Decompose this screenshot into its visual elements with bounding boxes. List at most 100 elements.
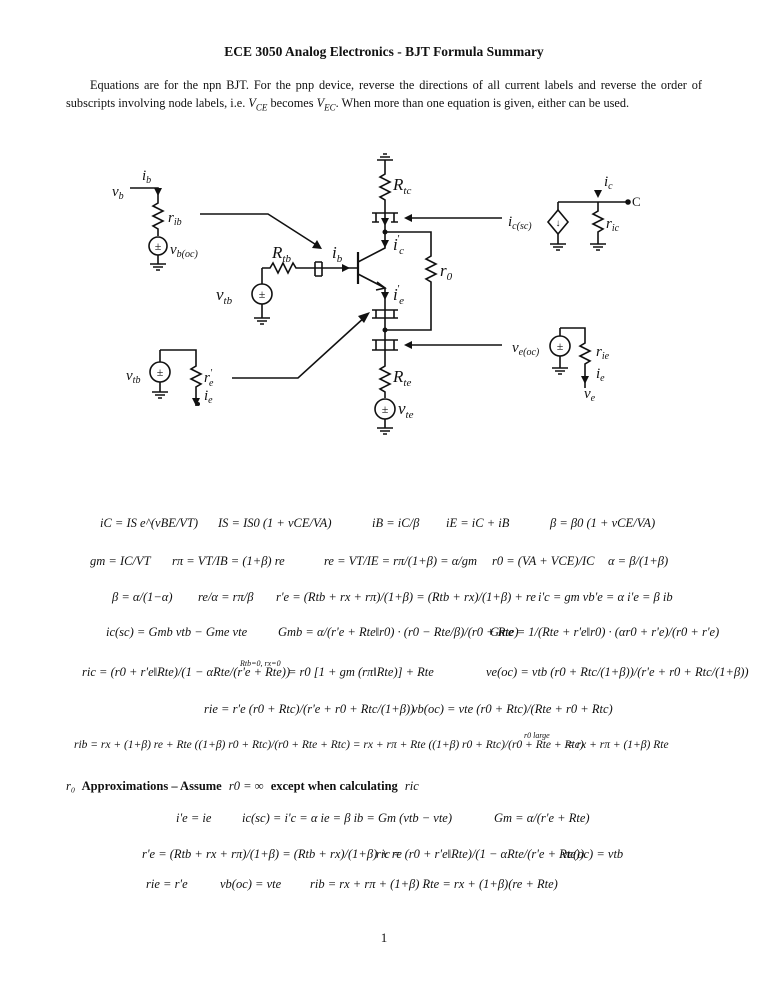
- label-re-prime: r: [204, 370, 210, 386]
- eq-gmb: Gmb = α/(r'e + Rte‖r0) · (r0 − Rte/β)/(r…: [278, 625, 519, 639]
- eq-ric-condition: Rtb=0, rx=0: [239, 659, 281, 668]
- label-ric: r: [606, 216, 612, 232]
- eq-vboc: vb(oc) = vte (r0 + Rtc)/(Rte + r0 + Rtc): [412, 702, 613, 716]
- eq-ib: iB = iC/β: [372, 516, 420, 530]
- label-rie-sub: ie: [602, 351, 610, 362]
- intro-vec-sub: EC: [324, 102, 336, 113]
- approx-r0-label: r₀: [66, 779, 75, 793]
- svg-text:ie: ie: [204, 388, 213, 406]
- label-veoc-sub: e(oc): [519, 347, 540, 358]
- svg-text:vtb: vtb: [126, 368, 140, 386]
- eq-ie: iE = iC + iB: [446, 516, 510, 530]
- eq-rib: rib = rx + (1+β) re + Rte ((1+β) r0 + Rt…: [74, 739, 584, 751]
- eq-beta: β = β0 (1 + vCE/VA): [549, 516, 655, 530]
- label-rib: r: [168, 210, 174, 226]
- eq-alpha: α = β/(1+β): [608, 554, 668, 568]
- label-rtb-sub: tb: [282, 253, 291, 265]
- label-ic-prime-sub: c: [399, 245, 404, 257]
- label-ie-prime-sub: e: [399, 295, 404, 307]
- label-ie-right: i: [596, 366, 600, 382]
- eq-re: re = VT/IE = rπ/(1+β) = α/gm: [324, 554, 477, 568]
- label-ric-sub: ic: [612, 223, 620, 234]
- eq-ic: iC = IS e^(vBE/VT): [100, 516, 198, 530]
- label-r0-sub: 0: [447, 271, 453, 283]
- label-vte-sub: te: [406, 409, 414, 421]
- label-ic-right: i: [604, 174, 608, 190]
- label-ve-sub: e: [591, 393, 596, 404]
- svg-text:vtb: vtb: [216, 285, 233, 307]
- svg-text:rib: rib: [168, 210, 182, 228]
- svg-text:Rtc: Rtc: [392, 175, 411, 197]
- label-rie: r: [596, 344, 602, 360]
- approx-vboc: vb(oc) = vte: [220, 877, 282, 891]
- svg-text:ric: ric: [606, 216, 620, 234]
- svg-text:±: ±: [382, 402, 389, 416]
- approx-ie: i'e = ie: [176, 811, 212, 825]
- svg-text:±: ±: [557, 339, 564, 353]
- cut-marker-emitter: [372, 309, 398, 319]
- document-title: ECE 3050 Analog Electronics - BJT Formul…: [224, 44, 544, 59]
- approx-icsc: ic(sc) = i'c = α ie = β ib = Gm (vtb − v…: [242, 811, 452, 825]
- svg-text:±: ±: [155, 239, 162, 253]
- page-number: 1: [380, 930, 388, 945]
- eq-re-alpha: re/α = rπ/β: [198, 590, 254, 604]
- approx-heading-pre: Approximations – Assume: [82, 779, 223, 793]
- svg-text:r′e: r′e: [204, 368, 214, 389]
- label-ib-left: i: [142, 168, 146, 184]
- svg-text:ib: ib: [332, 243, 343, 265]
- label-ie-right-sub: e: [600, 373, 605, 384]
- eq-is: IS = IS0 (1 + vCE/VA): [217, 516, 331, 530]
- eq-veoc: ve(oc) = vtb (r0 + Rtc/(1+β))/(r'e + r0 …: [486, 665, 749, 679]
- svg-text:ve(oc): ve(oc): [512, 340, 540, 358]
- cut-marker-rtb: [314, 261, 323, 277]
- eq-gme: Gme = 1/(Rte + r'e‖r0) · (αr0 + r'e)/(r0…: [490, 625, 719, 639]
- approx-rie: rie = r'e: [146, 877, 188, 891]
- svg-text:Rte: Rte: [392, 367, 411, 389]
- intro-part2: becomes: [267, 96, 317, 110]
- approx-re-prime: r'e = (Rtb + rx + rπ)/(1+β) = (Rtb + rx)…: [142, 847, 402, 861]
- label-rtc: R: [392, 175, 404, 194]
- svg-text:ie: ie: [596, 366, 605, 384]
- c-node-dot: [625, 199, 631, 205]
- label-ic-prime: i: [393, 235, 398, 254]
- label-rtc-sub: tc: [403, 185, 411, 197]
- eq-rib-condition: r0 large: [524, 731, 550, 740]
- bjt-circuit-diagram: ± ± ± ± ± ↓ vb ib rib vb(oc) Rtb vtb ib …: [112, 153, 641, 435]
- intro-vec: V: [316, 96, 325, 110]
- svg-text:vte: vte: [398, 399, 414, 421]
- eq-rib-approx: = rx + rπ + (1+β) Rte: [566, 739, 669, 751]
- emitter-arrow: [375, 281, 387, 291]
- resistor-rie: [578, 340, 592, 372]
- label-ib-left-sub: b: [146, 175, 151, 186]
- resistor-re-prime: [189, 362, 203, 392]
- eq-icsc: ic(sc) = Gmb vtb − Gme vte: [106, 625, 248, 639]
- svg-text:ic(sc): ic(sc): [508, 214, 532, 232]
- approx-heading-mid: r0 = ∞: [229, 779, 264, 793]
- resistor-ric: [591, 208, 605, 236]
- label-ie-bottom-sub: e: [208, 395, 213, 406]
- label-ie-prime: i: [393, 285, 398, 304]
- resistor-rib: [151, 198, 165, 236]
- label-rte-sub: te: [403, 377, 411, 389]
- cut-marker-rte: [372, 339, 398, 351]
- label-vtb: v: [216, 285, 224, 304]
- approx-gm: Gm = α/(r'e + Rte): [494, 811, 590, 825]
- label-re-prime-sub: e: [209, 378, 214, 389]
- svg-text:vb(oc): vb(oc): [170, 242, 198, 260]
- label-c-node: C: [632, 194, 641, 209]
- intro-vce-sub: CE: [255, 102, 268, 113]
- label-ib-center-sub: b: [337, 253, 343, 265]
- resistor-rtb: [262, 261, 300, 275]
- approx-rib: rib = rx + rπ + (1+β) Rte = rx + (1+β)(r…: [310, 877, 558, 891]
- label-icsc-sub: c(sc): [512, 221, 532, 232]
- svg-text:r0: r0: [440, 261, 453, 283]
- cut-marker-rtc: [372, 212, 398, 222]
- approx-heading-end: ric: [405, 779, 419, 793]
- eq-beta-alpha: β = α/(1−α): [111, 590, 173, 604]
- eq-rpi: rπ = VT/IB = (1+β) re: [172, 554, 285, 568]
- label-veoc: v: [512, 340, 519, 356]
- eq-ric: ric = (r0 + r'e‖Rte)/(1 − αRte/(r'e + Rt…: [82, 665, 290, 679]
- label-rib-sub: ib: [174, 217, 182, 228]
- intro-vce: V: [248, 96, 256, 110]
